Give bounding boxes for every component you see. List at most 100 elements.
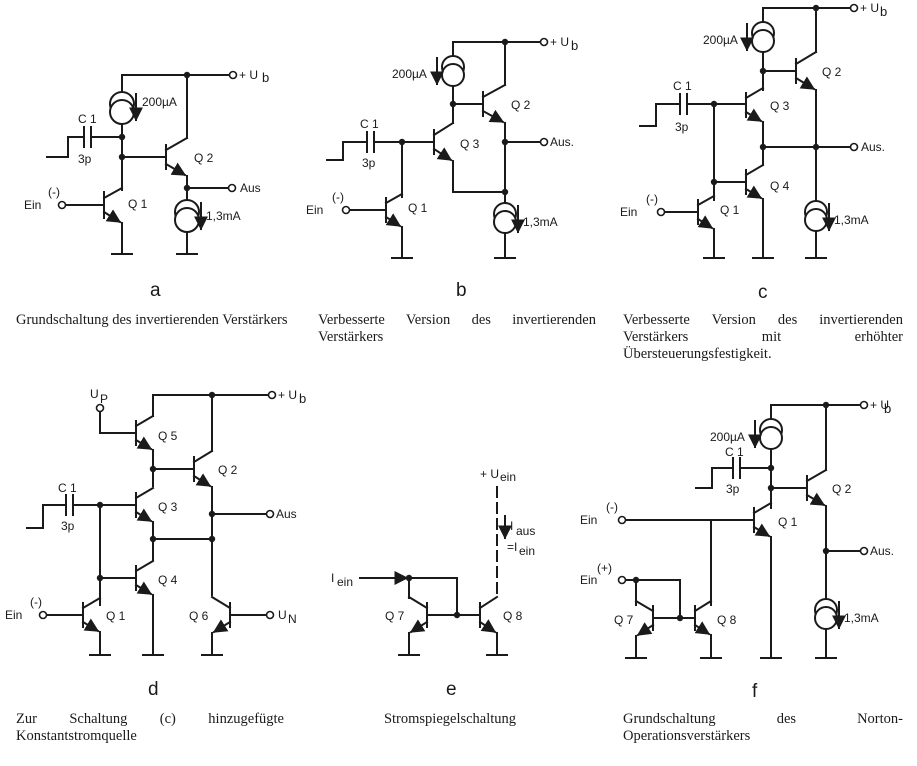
svg-text:Q 8: Q 8 bbox=[717, 613, 737, 627]
svg-text:Q 4: Q 4 bbox=[770, 179, 790, 193]
svg-text:+ U: + U bbox=[860, 1, 879, 15]
svg-text:Q 1: Q 1 bbox=[720, 203, 740, 217]
svg-text:(-): (-) bbox=[606, 500, 618, 514]
transistor-q2 bbox=[192, 394, 214, 596]
svg-text:Aus.: Aus. bbox=[870, 544, 894, 558]
svg-text:P: P bbox=[100, 392, 108, 406]
transistor-q4 bbox=[134, 559, 155, 656]
svg-text:N: N bbox=[288, 612, 297, 626]
current-source-200ua bbox=[740, 21, 775, 53]
capacitor-c1 bbox=[46, 126, 123, 158]
svg-text:Aus.: Aus. bbox=[550, 135, 574, 149]
svg-text:(-): (-) bbox=[30, 595, 42, 609]
svg-text:U: U bbox=[278, 608, 287, 622]
transistor-q3 bbox=[432, 121, 506, 193]
svg-text:ein: ein bbox=[337, 575, 353, 589]
svg-text:Ein: Ein bbox=[580, 573, 597, 587]
circuit-e: + U ein I aus =I ein I ein Q 7 Q bbox=[331, 467, 535, 700]
transistor-q2 bbox=[481, 41, 507, 204]
svg-text:Q 5: Q 5 bbox=[158, 429, 178, 443]
current-source-1-3ma bbox=[493, 202, 525, 234]
svg-text:200µA: 200µA bbox=[710, 430, 745, 444]
svg-text:+ U: + U bbox=[550, 35, 569, 49]
svg-text:Q 1: Q 1 bbox=[408, 201, 428, 215]
svg-text:Q 2: Q 2 bbox=[511, 98, 531, 112]
svg-text:Q 3: Q 3 bbox=[770, 99, 790, 113]
caption-c: Verbesserte Version des invertierenden V… bbox=[623, 312, 903, 362]
svg-text:1,3mA: 1,3mA bbox=[523, 215, 558, 229]
transistor-q7 bbox=[407, 595, 429, 656]
capacitor-c1 bbox=[26, 494, 101, 529]
svg-text:1,3mA: 1,3mA bbox=[834, 213, 869, 227]
svg-text:I: I bbox=[331, 571, 334, 585]
svg-text:a: a bbox=[150, 280, 161, 301]
current-source-200ua bbox=[430, 55, 465, 87]
svg-text:+ U: + U bbox=[239, 68, 258, 82]
svg-text:f: f bbox=[752, 681, 758, 702]
svg-text:(-): (-) bbox=[646, 192, 658, 206]
svg-text:Aus: Aus bbox=[240, 181, 261, 195]
transistor-q2 bbox=[794, 7, 818, 201]
svg-text:(+): (+) bbox=[597, 561, 612, 575]
caption-d: Zur Schaltung (c) hinzugefügte Konstants… bbox=[16, 711, 284, 744]
svg-text:b: b bbox=[880, 4, 887, 19]
transistor-q4 bbox=[744, 146, 765, 259]
svg-text:Q 7: Q 7 bbox=[614, 613, 634, 627]
current-source-1-3ma bbox=[804, 200, 836, 232]
svg-text:aus: aus bbox=[516, 524, 535, 538]
transistor-q1 bbox=[81, 596, 102, 656]
caption-f: Grundschaltung des Norton-Operationsvers… bbox=[623, 711, 903, 744]
current-source-1-3ma bbox=[174, 199, 208, 233]
svg-text:Ein: Ein bbox=[620, 205, 637, 219]
svg-text:Q 4: Q 4 bbox=[158, 573, 178, 587]
svg-text:Ein: Ein bbox=[5, 608, 22, 622]
circuit-a: + U b 200µA C 1 3p Q 2 bbox=[24, 68, 269, 301]
svg-text:b: b bbox=[456, 280, 467, 301]
svg-text:b: b bbox=[262, 70, 269, 85]
svg-text:C 1: C 1 bbox=[78, 112, 97, 126]
svg-text:I: I bbox=[510, 519, 513, 533]
svg-text:Q 7: Q 7 bbox=[385, 609, 405, 623]
caption-a: Grundschaltung des invertierenden Verstä… bbox=[16, 312, 288, 328]
transistor-q1 bbox=[752, 501, 773, 659]
current-source-1-3ma bbox=[814, 598, 846, 630]
transistor-q1 bbox=[384, 192, 404, 259]
svg-text:(-): (-) bbox=[332, 190, 344, 204]
transistor-q8 bbox=[478, 595, 499, 656]
svg-text:d: d bbox=[148, 679, 159, 700]
svg-text:Aus.: Aus. bbox=[861, 140, 885, 154]
transistor-q8 bbox=[693, 599, 713, 659]
svg-text:Q 3: Q 3 bbox=[158, 500, 178, 514]
transistor-q6 bbox=[210, 595, 232, 656]
svg-text:200µA: 200µA bbox=[392, 67, 427, 81]
svg-text:Aus: Aus bbox=[276, 507, 297, 521]
capacitor-c1 bbox=[326, 131, 403, 161]
caption-b: Verbesserte Version des invertierenden V… bbox=[318, 312, 596, 345]
transistor-q2 bbox=[805, 404, 828, 599]
svg-text:Q 2: Q 2 bbox=[832, 482, 852, 496]
svg-text:ein: ein bbox=[500, 470, 516, 484]
svg-text:b: b bbox=[884, 401, 891, 416]
svg-text:+ U: + U bbox=[278, 388, 297, 402]
svg-text:1,3mA: 1,3mA bbox=[206, 209, 241, 223]
svg-text:=I: =I bbox=[507, 540, 517, 554]
svg-text:Q 3: Q 3 bbox=[460, 137, 480, 151]
svg-text:c: c bbox=[758, 282, 768, 303]
transistor-q3 bbox=[134, 486, 213, 561]
svg-text:3p: 3p bbox=[61, 519, 75, 533]
current-source-200ua bbox=[109, 91, 143, 125]
svg-text:200µA: 200µA bbox=[142, 95, 177, 109]
svg-text:C 1: C 1 bbox=[725, 445, 744, 459]
svg-text:b: b bbox=[299, 391, 306, 406]
svg-text:Ein: Ein bbox=[24, 198, 41, 212]
svg-text:C 1: C 1 bbox=[360, 117, 379, 131]
svg-text:1,3mA: 1,3mA bbox=[844, 611, 879, 625]
svg-text:Q 6: Q 6 bbox=[189, 609, 209, 623]
svg-text:(-): (-) bbox=[48, 185, 60, 199]
capacitor-c1 bbox=[695, 457, 772, 489]
caption-e: Stromspiegelschaltung bbox=[383, 711, 517, 727]
svg-text:Q 8: Q 8 bbox=[503, 609, 523, 623]
transistor-q3 bbox=[744, 86, 817, 148]
svg-text:200µA: 200µA bbox=[703, 33, 738, 47]
